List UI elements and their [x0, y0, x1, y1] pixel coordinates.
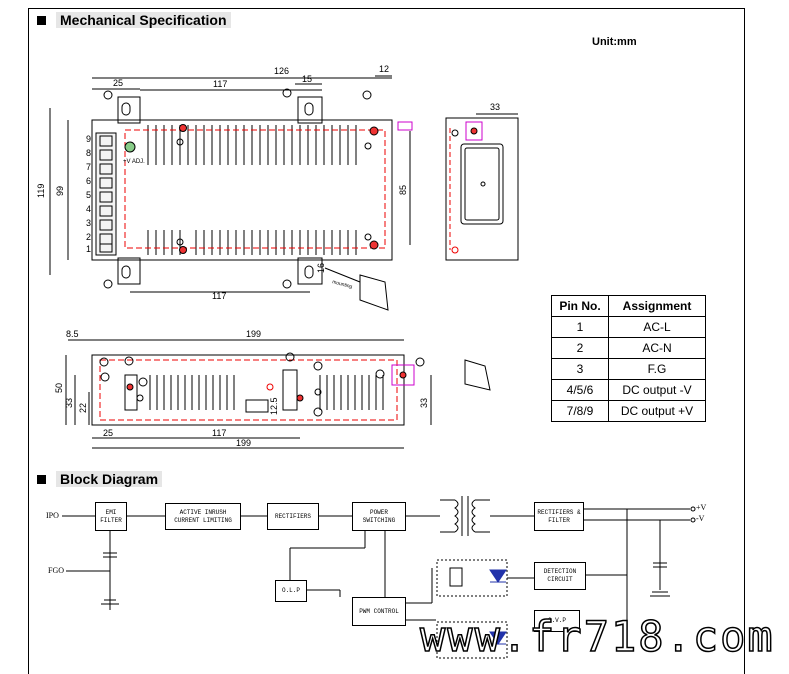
dim-lower-right-33: 33: [419, 398, 429, 408]
assign-cell: F.G: [608, 358, 706, 380]
terminal-pin-8: 8: [86, 148, 91, 158]
watermark-text: www.fr718.com: [419, 611, 775, 662]
adj-label: +V ADJ.: [123, 159, 145, 165]
dim-lower-50: 50: [54, 383, 64, 393]
dim-lower-bot-199: 199: [236, 438, 251, 448]
ovp-block: O.V.P: [534, 610, 580, 632]
rectifiers-filter-block: RECTIFIERS & FILTER: [534, 502, 584, 531]
terminal-pin-5: 5: [86, 190, 91, 200]
terminal-pin-7: 7: [86, 162, 91, 172]
assign-cell: AC-N: [608, 337, 706, 359]
vplus-label: +V: [696, 503, 707, 512]
dim-top-15: 15: [302, 74, 312, 84]
ipo-label: IPO: [46, 511, 59, 520]
detection-circuit-block: DETECTION CIRCUIT: [534, 562, 586, 590]
dim-top-12: 12: [379, 64, 389, 74]
dim-lower-12-5: 12.5: [269, 397, 279, 415]
dim-side-33: 33: [490, 102, 500, 112]
pwm-control-block: PWM CONTROL: [352, 597, 406, 626]
dim-lower-25: 25: [103, 428, 113, 438]
dim-lower-22: 22: [78, 403, 88, 413]
mech-spec-heading: Mechanical Specification: [37, 12, 231, 28]
power-switching-block: POWER SWITCHING: [352, 502, 406, 531]
block-diagram-heading: Block Diagram: [37, 471, 163, 487]
active-inrush-block: ACTIVE INRUSH CURRENT LIMITING: [165, 503, 241, 530]
dim-top-117: 117: [213, 79, 227, 89]
fgo-label: FGO: [48, 566, 65, 575]
terminal-pin-9: 9: [86, 134, 91, 144]
dim-bot-117: 117: [212, 291, 226, 301]
page-frame: [28, 8, 745, 674]
top-view-drawing: mounting 25 126 117 15 12 119 99 85 117 …: [36, 64, 413, 311]
table-header-pin: Pin No.: [551, 295, 609, 317]
table-row: 1 AC-L: [551, 316, 706, 338]
pin-assignment-table: Pin No. Assignment 1 AC-L 2 AC-N 3 F.G 4…: [551, 295, 706, 422]
block-diagram-title: Block Diagram: [56, 471, 163, 487]
dim-top-25: 25: [113, 78, 123, 88]
terminal-pin-4: 4: [86, 204, 91, 214]
olp-block: O.L.P: [275, 580, 307, 602]
table-header-assignment: Assignment: [608, 295, 706, 317]
dim-left-99: 99: [55, 186, 65, 196]
vminus-label: -V: [696, 514, 705, 523]
pin-cell: 1: [551, 316, 609, 338]
table-row: 3 F.G: [551, 358, 706, 380]
terminal-pin-2: 2: [86, 232, 91, 242]
table-row: 7/8/9 DC output +V: [551, 400, 706, 422]
terminal-pin-3: 3: [86, 218, 91, 228]
block-diagram-wiring: [62, 496, 696, 659]
assign-cell: DC output -V: [608, 379, 706, 401]
dim-top-126: 126: [274, 66, 289, 76]
assign-cell: AC-L: [608, 316, 706, 338]
pin-cell: 4/5/6: [551, 379, 609, 401]
terminal-pin-1: 1: [86, 244, 91, 254]
assign-cell: DC output +V: [608, 400, 706, 422]
side-view-drawing: 33: [445, 102, 519, 261]
lower-view-drawing: 8.5 199 50 33 22 33 12.5 25 117 199: [54, 329, 491, 449]
svg-text:mounting: mounting: [331, 279, 353, 290]
mech-spec-title: Mechanical Specification: [56, 12, 231, 28]
pin-cell: 3: [551, 358, 609, 380]
bullet-icon: [37, 15, 46, 25]
pin-cell: 7/8/9: [551, 400, 609, 422]
emi-filter-block: EMI FILTER: [95, 502, 127, 531]
dim-lower-8-5: 8.5: [66, 329, 79, 339]
rectifiers-block: RECTIFIERS: [267, 503, 319, 530]
table-row: 2 AC-N: [551, 337, 706, 359]
dim-right-85: 85: [398, 185, 408, 195]
unit-label: Unit:mm: [592, 36, 637, 48]
pin-cell: 2: [551, 337, 609, 359]
dim-lower-117: 117: [212, 428, 226, 438]
dim-left-119: 119: [36, 184, 46, 198]
dim-lower-199: 199: [246, 329, 261, 339]
terminal-pin-6: 6: [86, 176, 91, 186]
table-row: 4/5/6 DC output -V: [551, 379, 706, 401]
bullet-icon: [37, 474, 46, 484]
dim-bot-16: 16: [316, 263, 326, 273]
dim-lower-33: 33: [64, 398, 74, 408]
